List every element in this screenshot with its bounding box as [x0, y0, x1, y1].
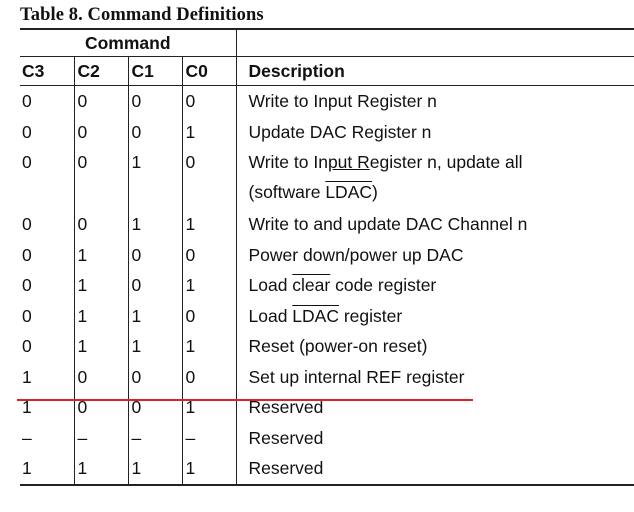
group-header-row: Command: [20, 28, 634, 57]
cell-c3: 0: [22, 336, 32, 356]
cell-c3: 1: [22, 397, 32, 417]
cell-c0: 0: [181, 147, 236, 209]
cell-c3: 1: [20, 453, 74, 486]
text-segment: Write to In: [248, 152, 328, 172]
cell-c2: 1: [73, 331, 128, 362]
cell-c1: 0: [127, 85, 182, 117]
cell-description: Update DAC Register n: [235, 116, 634, 147]
overlined-text: LDAC: [325, 182, 373, 202]
table-row: 0 1 0 0 Power down/power up DAC: [20, 239, 634, 270]
cell-c1: 0: [127, 239, 182, 270]
cell-c0: –: [181, 422, 236, 453]
table-row: 0 0 0 1 Update DAC Register n: [20, 116, 634, 147]
description-line-2: (software LDAC): [249, 177, 634, 207]
cell-c1: 1: [127, 147, 182, 209]
table-title: Table 8. Command Definitions: [20, 5, 264, 25]
text-segment: code register: [330, 275, 437, 295]
cell-c2: 1: [73, 453, 128, 486]
cell-description: Write to Input Register n, update all (s…: [235, 147, 634, 209]
column-header-c0: C0: [181, 56, 236, 86]
cell-c3: 0: [22, 91, 32, 111]
text-segment: egister n, update all: [369, 152, 523, 172]
cell-c2: 0: [73, 209, 128, 240]
text-segment: ): [372, 182, 378, 202]
cell-description: Reserved: [235, 422, 634, 453]
cell-c1: 1: [127, 300, 182, 331]
cell-description: Load LDAC register: [235, 300, 634, 331]
cell-c0: 1: [181, 453, 236, 486]
cell-c1: 0: [127, 270, 182, 301]
column-header-description: Description: [235, 56, 634, 86]
cell-description: Write to Input Register n: [235, 85, 634, 117]
table-row: 1 0 0 0 Set up internal REF register: [20, 361, 634, 392]
cell-description: Reset (power-on reset): [235, 331, 634, 362]
cell-c3: 0: [22, 121, 32, 142]
cell-c2: 1: [73, 300, 128, 331]
table-row: 0 0 0 0 Write to Input Register n: [20, 85, 634, 117]
cell-description: Power down/power up DAC: [235, 239, 634, 270]
command-group-header: Command: [20, 28, 236, 57]
cell-c0: 1: [181, 209, 236, 240]
cell-c1: 0: [127, 392, 182, 423]
table-row: 0 1 1 0 Load LDAC register: [20, 300, 634, 331]
cell-c2: 0: [73, 392, 128, 423]
red-annotation-line: [17, 399, 473, 401]
cell-c0: 0: [181, 85, 236, 117]
column-header-c3: C3: [20, 56, 74, 86]
cell-c3: 0: [22, 214, 32, 234]
cell-c0: 0: [181, 239, 236, 270]
table-row: 0 1 0 1 Load clear code register: [20, 270, 634, 301]
cell-c1: 1: [127, 209, 182, 240]
table-container: Table 8. Command Definitions Command C3 …: [20, 0, 634, 486]
text-segment: Load: [248, 305, 293, 326]
cell-c0: 1: [181, 331, 236, 362]
cell-c0: 1: [181, 270, 236, 301]
cell-c3: –: [22, 427, 32, 448]
cell-c1: –: [127, 422, 182, 453]
blank-header-cell: [235, 29, 634, 57]
table-row: – – – – Reserved: [20, 422, 634, 453]
cell-c2: 0: [73, 116, 128, 147]
cell-description: Write to and update DAC Channel n: [235, 209, 634, 240]
cell-c0: 1: [181, 116, 236, 147]
cell-c2: 1: [73, 270, 128, 301]
text-segment: (software: [248, 182, 326, 202]
cell-c2: –: [73, 422, 128, 453]
cell-c3: 1: [22, 366, 32, 387]
table-row: 0 1 1 1 Reset (power-on reset): [20, 331, 634, 362]
cell-c2: 0: [73, 147, 128, 209]
table-row: 0 0 1 1 Write to and update DAC Channel …: [20, 209, 634, 240]
cell-c2: 1: [73, 239, 128, 270]
cell-c1: 1: [127, 331, 182, 362]
cell-c3: 0: [22, 275, 32, 295]
text-segment: Load: [248, 275, 293, 295]
overlined-text: clear: [292, 275, 331, 295]
cell-c3: 0: [22, 244, 32, 265]
cell-description: Set up internal REF register: [235, 361, 634, 392]
cell-c0: 1: [181, 392, 236, 423]
column-header-c1: C1: [127, 56, 182, 86]
cell-description: Reserved: [235, 453, 634, 486]
overlined-text: LDAC: [292, 305, 339, 326]
cell-c2: 0: [73, 361, 128, 392]
column-header-row: C3 C2 C1 C0 Description: [20, 56, 634, 86]
cell-c1: 0: [127, 361, 182, 392]
cell-c2: 0: [73, 85, 128, 117]
table-row: 0 0 1 0 Write to Input Register n, updat…: [20, 147, 634, 209]
cell-c0: 0: [181, 361, 236, 392]
cell-c0: 0: [181, 300, 236, 331]
text-segment: register: [338, 305, 403, 326]
description-line-1: Write to Input Register n, update all: [249, 147, 634, 177]
cell-description: Reserved: [235, 392, 634, 423]
cell-c3: 0: [22, 305, 32, 326]
command-definitions-table: Command C3 C2 C1 C0 Description 0 0 0 0 …: [20, 28, 634, 486]
table-row: 1 1 1 1 Reserved: [20, 453, 634, 486]
cell-c1: 0: [127, 116, 182, 147]
cell-description: Load clear code register: [235, 270, 634, 301]
cell-c1: 1: [127, 453, 182, 486]
cell-c3: 0: [22, 152, 32, 172]
table-row: 1 0 0 1 Reserved: [20, 392, 634, 423]
column-header-c2: C2: [73, 56, 128, 86]
underlined-text: put R: [327, 152, 370, 172]
